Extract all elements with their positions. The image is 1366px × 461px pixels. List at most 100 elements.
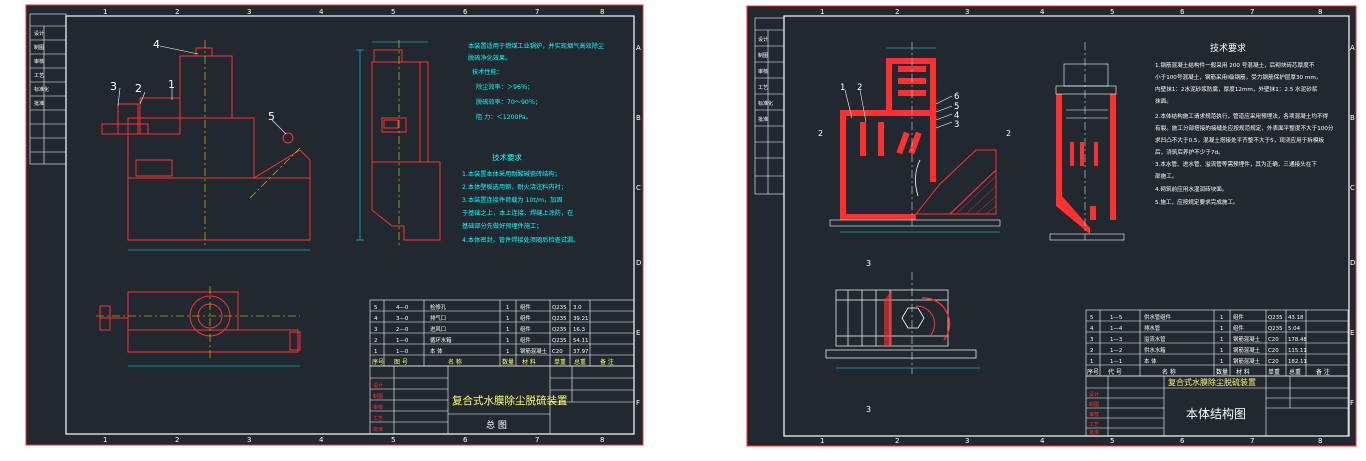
- margin-label: 设计: [34, 30, 44, 37]
- bom-cell: 2: [374, 338, 377, 344]
- bom-cell: 组件: [520, 314, 531, 322]
- bom-header-cell: 名 称: [1162, 368, 1176, 376]
- grid-number: 3: [247, 436, 251, 444]
- sheet-2-border: [746, 5, 1357, 447]
- margin-label: 标准化: [34, 86, 49, 93]
- leader-label: 6: [954, 92, 959, 102]
- note-line: 4.砌筑前应用水湿润砖块面。: [1155, 185, 1227, 193]
- sheet-1-side-view: [371, 49, 441, 241]
- grid-number: 6: [1180, 437, 1185, 445]
- bom-header-cell: 序号: [372, 358, 384, 366]
- title-block-label: 制图: [1089, 401, 1099, 408]
- bom-cell: C20: [1268, 348, 1279, 354]
- grid-number: 8: [600, 436, 604, 444]
- bom-cell: 4—0: [396, 305, 409, 311]
- grid-letter: F: [636, 399, 640, 407]
- bom-cell: 钢筋混凝土: [1233, 346, 1261, 354]
- grid-letter: B: [636, 114, 641, 122]
- sheet-1-title-block-labels: 设计 制图 审核 工艺 批准: [373, 382, 383, 433]
- bom-cell: 组件: [1233, 313, 1244, 321]
- margin-label: 审核: [758, 68, 768, 75]
- title-block-label: 批准: [1089, 429, 1099, 436]
- bom-cell: 115.11: [1288, 348, 1307, 354]
- grid-letter: C: [1350, 184, 1355, 192]
- bom-cell: 1—1: [1110, 359, 1122, 365]
- leader-label: 4: [153, 38, 160, 51]
- sheet-1-bom-header: 序号 图 号 名 称 数量 材 料 单重 总重 备 注: [372, 358, 614, 366]
- leader-label: 1: [168, 78, 175, 91]
- grid-letter: E: [636, 329, 640, 337]
- bom-cell: 4: [374, 316, 378, 322]
- bom-header-cell: 材 料: [522, 358, 536, 366]
- bom-cell: 组件: [520, 336, 531, 344]
- title-block-label: 批准: [373, 426, 383, 433]
- bom-header-cell: 总重: [574, 358, 586, 366]
- bom-cell: 1: [506, 327, 509, 333]
- bom-header-cell: 序号: [1087, 368, 1099, 376]
- bom-cell: 1: [1220, 326, 1223, 332]
- bom-cell: 1: [1220, 359, 1223, 365]
- section-mark: 2: [1006, 129, 1011, 138]
- leader-label: 3: [954, 120, 959, 130]
- bom-header-cell: 单重: [554, 358, 566, 366]
- title-block-label: 设计: [373, 382, 383, 389]
- note-line: 5.施工，应按规定要求完成施工。: [1155, 198, 1239, 206]
- sheet-1-drawing-label: 总 图: [486, 419, 507, 431]
- sheet-1-leaders: [117, 45, 287, 135]
- margin-label: 批准: [758, 116, 768, 123]
- bom-header-cell: 备 注: [600, 358, 614, 366]
- bom-cell: 1—4: [1110, 326, 1123, 332]
- grid-number: 8: [1318, 8, 1322, 16]
- bom-cell: 组件: [520, 325, 531, 333]
- sheet-2-margin-table: [754, 17, 785, 195]
- sheet-2-tech-notes: 1.钢筋混凝土结构件一般采用 200 号混凝土，后砌块砖芯厚度不 小于100号混…: [1155, 61, 1334, 206]
- title-block-label: 审核: [373, 404, 383, 411]
- note-line: 4.本体密封，管件焊接处须随后检查试漏。: [462, 236, 579, 244]
- note-line: 小于100号混凝土，钢筋采用Ⅰ级钢筋，受力钢筋保护层厚30 mm，: [1155, 73, 1321, 81]
- grid-number: 2: [895, 8, 899, 16]
- bom-cell: 5: [374, 305, 377, 311]
- bom-cell: 3—0: [396, 316, 409, 322]
- sheet-2-side-section: [1049, 63, 1125, 241]
- bom-cell: 供水水箱: [1144, 346, 1166, 354]
- bom-header-cell: 代 号: [1108, 368, 1122, 376]
- note-line: 技术性能：: [472, 68, 503, 76]
- grid-number: 4: [1040, 437, 1045, 445]
- bom-cell: 进风口: [430, 325, 446, 333]
- note-line: 阻 力：＜1200Pa。: [476, 113, 532, 121]
- grid-number: 1: [103, 436, 107, 444]
- margin-label: 批准: [34, 100, 44, 107]
- grid-letter: A: [636, 44, 641, 52]
- grid-number: 3: [247, 8, 251, 16]
- bom-cell: 本 体: [1144, 357, 1157, 365]
- bom-cell: 组件: [1233, 324, 1244, 332]
- bom-cell: 5.04: [1288, 326, 1301, 332]
- bom-cell: 178.48: [1288, 337, 1307, 343]
- sheet-1-tech-title: 技术要求: [492, 152, 522, 162]
- bom-cell: 3.0: [573, 305, 582, 311]
- bom-cell: 钢筋混凝土: [1233, 357, 1261, 365]
- grid-number: 4: [319, 436, 324, 444]
- bom-cell: 排气口: [430, 314, 446, 322]
- sheet-1-margin-table: [29, 13, 67, 165]
- bom-cell: 16.3: [573, 327, 585, 333]
- inlet-duct-arc: [915, 305, 936, 337]
- sheet-2-bom-table: [1085, 309, 1349, 377]
- grid-number: 8: [1318, 437, 1322, 445]
- leader-label: 5: [268, 110, 275, 123]
- sheet-1-bom-table: [369, 299, 635, 367]
- grid-number: 7: [1250, 437, 1254, 445]
- bom-header-cell: 图 号: [394, 359, 408, 366]
- bom-cell: 1: [506, 349, 509, 355]
- grid-number: 3: [965, 8, 969, 16]
- sheet-2-title-block: [1085, 375, 1349, 437]
- leader-label: 4: [954, 111, 959, 121]
- sheet-1: 设计 制图 审核 工艺 标准化 批准 1 2 3 4 5 6 7 8 1 2 3…: [25, 4, 644, 446]
- bom-cell: Q235: [1268, 315, 1283, 321]
- sheet-2-drawing-label: 本体结构图: [1186, 406, 1246, 421]
- bom-header-cell: 名 称: [448, 358, 462, 366]
- title-block-label: 工艺: [1089, 422, 1099, 428]
- sheet-1-front-view: [101, 47, 311, 241]
- note-line: 本装置适用于燃煤工业锅炉，并实现烟气高效除尘: [468, 42, 604, 50]
